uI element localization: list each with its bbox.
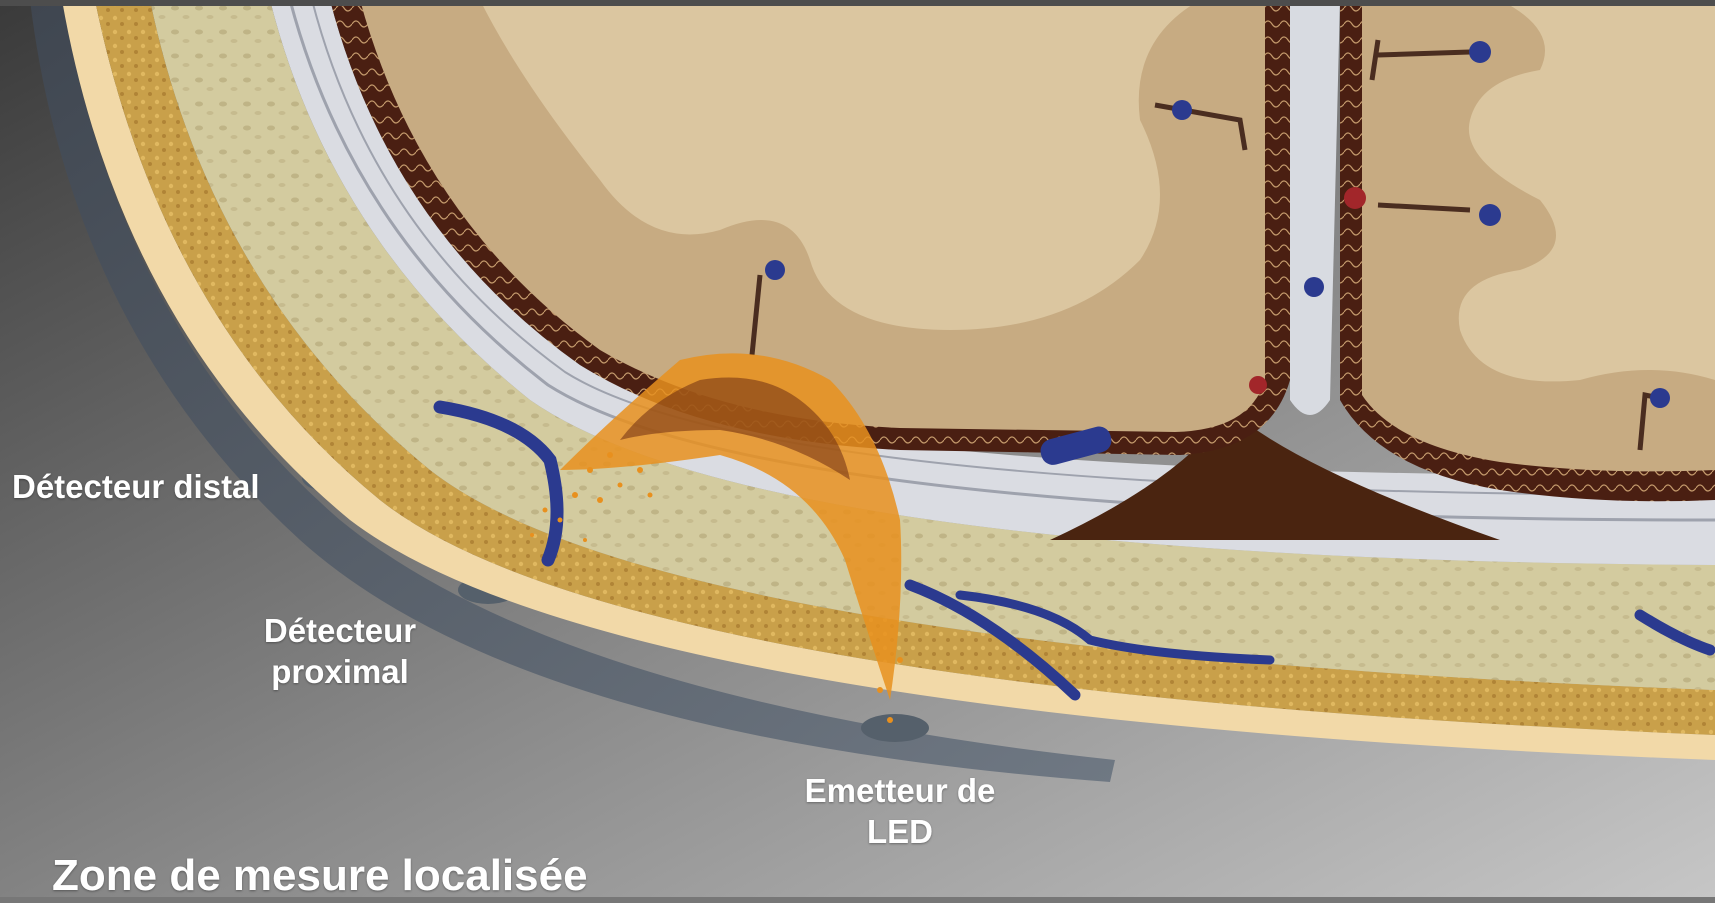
proximal-detector-label-line-1: Détecteur bbox=[240, 610, 440, 651]
zone-title: Zone de mesure localisée bbox=[52, 848, 588, 903]
led-emitter-label: Emetteur de LED bbox=[780, 770, 1020, 853]
proximal-detector-label: Détecteur proximal bbox=[240, 610, 440, 693]
vessel-midline bbox=[1304, 277, 1324, 297]
vessel-red-2 bbox=[1249, 376, 1267, 394]
led-emitter-bump bbox=[861, 714, 929, 742]
led-emitter-label-line-1: Emetteur de bbox=[780, 770, 1020, 811]
distal-detector-label: Détecteur distal bbox=[12, 466, 260, 507]
vessel-red-1 bbox=[1344, 187, 1366, 209]
proximal-detector-label-line-2: proximal bbox=[240, 651, 440, 692]
led-emitter-label-line-2: LED bbox=[780, 811, 1020, 852]
